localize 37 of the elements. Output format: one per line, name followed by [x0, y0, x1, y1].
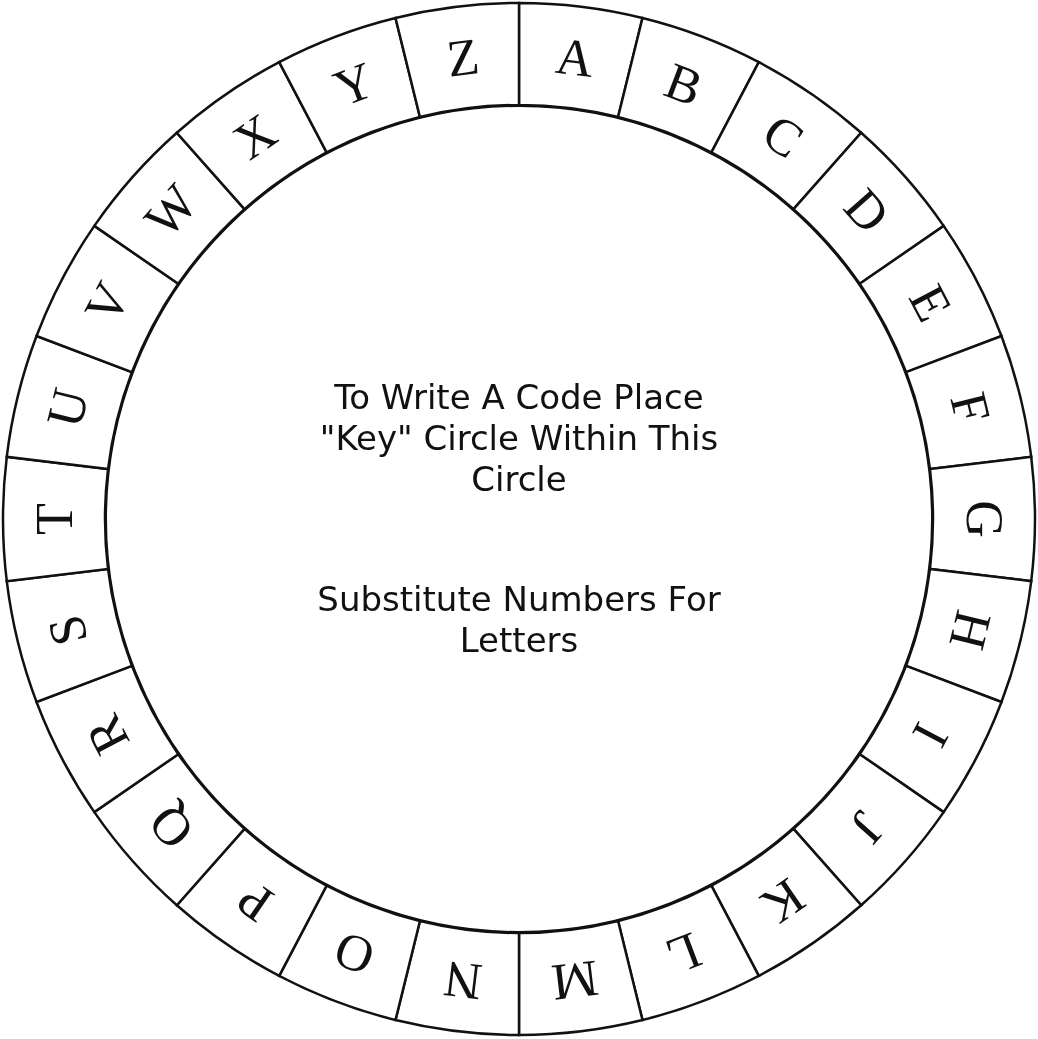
letter-segment [616, 16, 761, 154]
letter-label: P [226, 870, 283, 934]
letter-label: J [839, 800, 896, 854]
letter-segment [394, 1, 521, 119]
letter-label: R [73, 706, 141, 764]
letter-label: X [223, 102, 287, 171]
letter-label: Q [137, 794, 205, 861]
letter-label: H [938, 605, 1003, 656]
letter-label: W [133, 173, 209, 248]
letter-segment [5, 567, 134, 704]
letter-label: K [751, 867, 815, 936]
letter-label: S [36, 609, 99, 652]
letter-segment [277, 884, 422, 1022]
letter-label: V [73, 273, 142, 333]
letter-label: M [548, 949, 602, 1012]
letter-label: L [658, 921, 709, 987]
letter-segment [517, 1, 644, 119]
letter-label: I [901, 714, 960, 756]
instruction-text: Substitute Numbers For Letters [316, 579, 722, 661]
letter-segment [904, 334, 1033, 471]
letter-label: D [833, 177, 901, 244]
letter-label: A [552, 26, 598, 88]
letter-segment [394, 919, 521, 1037]
letter-segment [904, 567, 1033, 704]
letter-label: U [35, 382, 100, 433]
letter-label: Y [326, 50, 382, 118]
letter-label: B [657, 51, 711, 117]
instruction-text: To Write A Code Place "Key" Circle Within This Circle [318, 377, 720, 500]
letter-label: G [955, 500, 1013, 538]
letter-label: F [939, 386, 1002, 429]
letter-segment [5, 334, 134, 471]
letter-label: Z [443, 27, 483, 88]
letter-label: O [326, 920, 382, 988]
letter-label: C [752, 103, 814, 170]
letter-label: N [440, 950, 486, 1012]
letter-label: E [898, 275, 964, 331]
letter-segment [517, 919, 644, 1037]
